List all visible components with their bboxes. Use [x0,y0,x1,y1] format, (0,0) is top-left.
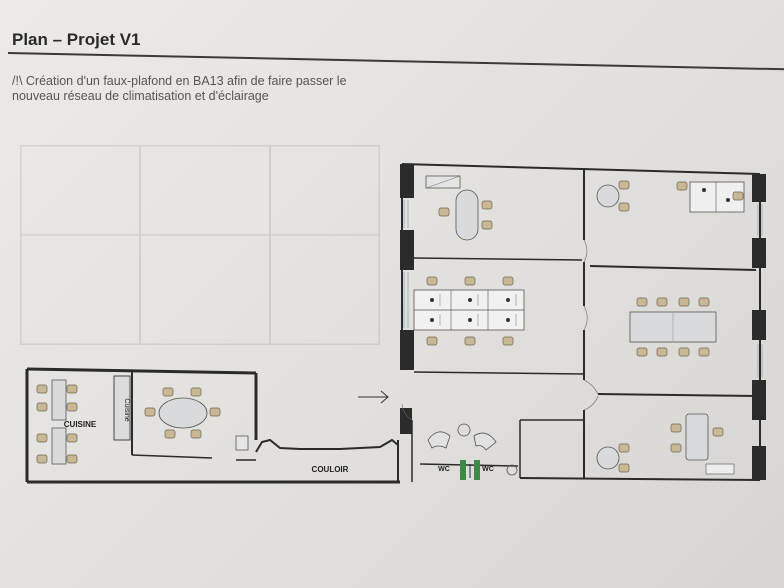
desk-se [685,413,709,461]
oval-meeting-room [144,387,221,439]
open-space-desks [413,276,525,346]
wc-left-label: WC [438,466,450,473]
conference-room [629,297,717,357]
kitchen-counter [113,375,131,441]
left-wing [25,367,400,484]
meeting-table-north [455,189,479,241]
note-line-2: nouveau réseau de climatisation et d'écl… [12,89,269,103]
kitchen-counter-label: Cuisine [123,398,130,421]
round-table-se [596,446,620,470]
note-line-1: /!\ Création d'un faux-plafond en BA13 a… [12,74,347,88]
kitchen-area: Cuisine CUISINE [36,375,131,465]
wc-block: WC WC [438,460,518,480]
meeting-room-north [425,175,493,241]
office-south-east [596,413,735,475]
reception-lounge [427,423,497,451]
wc-right-label: WC [482,466,494,473]
ghost-plan [20,145,380,345]
kitchen-label: CUISINE [64,420,97,429]
ceiling-note: /!\ Création d'un faux-plafond en BA13 a… [12,74,432,104]
corridor-label: COULOIR [312,465,349,474]
oval-table [158,397,208,429]
round-table-ne [596,184,620,208]
right-building [400,163,766,482]
windows [403,200,763,378]
kitchen-table-top [51,379,67,421]
page-title: Plan – Projet V1 [12,30,141,49]
electric-panel [235,435,249,451]
entry-arrow-icon [358,390,389,404]
kitchen-table-bottom [51,427,67,465]
office-north-east [596,180,745,213]
